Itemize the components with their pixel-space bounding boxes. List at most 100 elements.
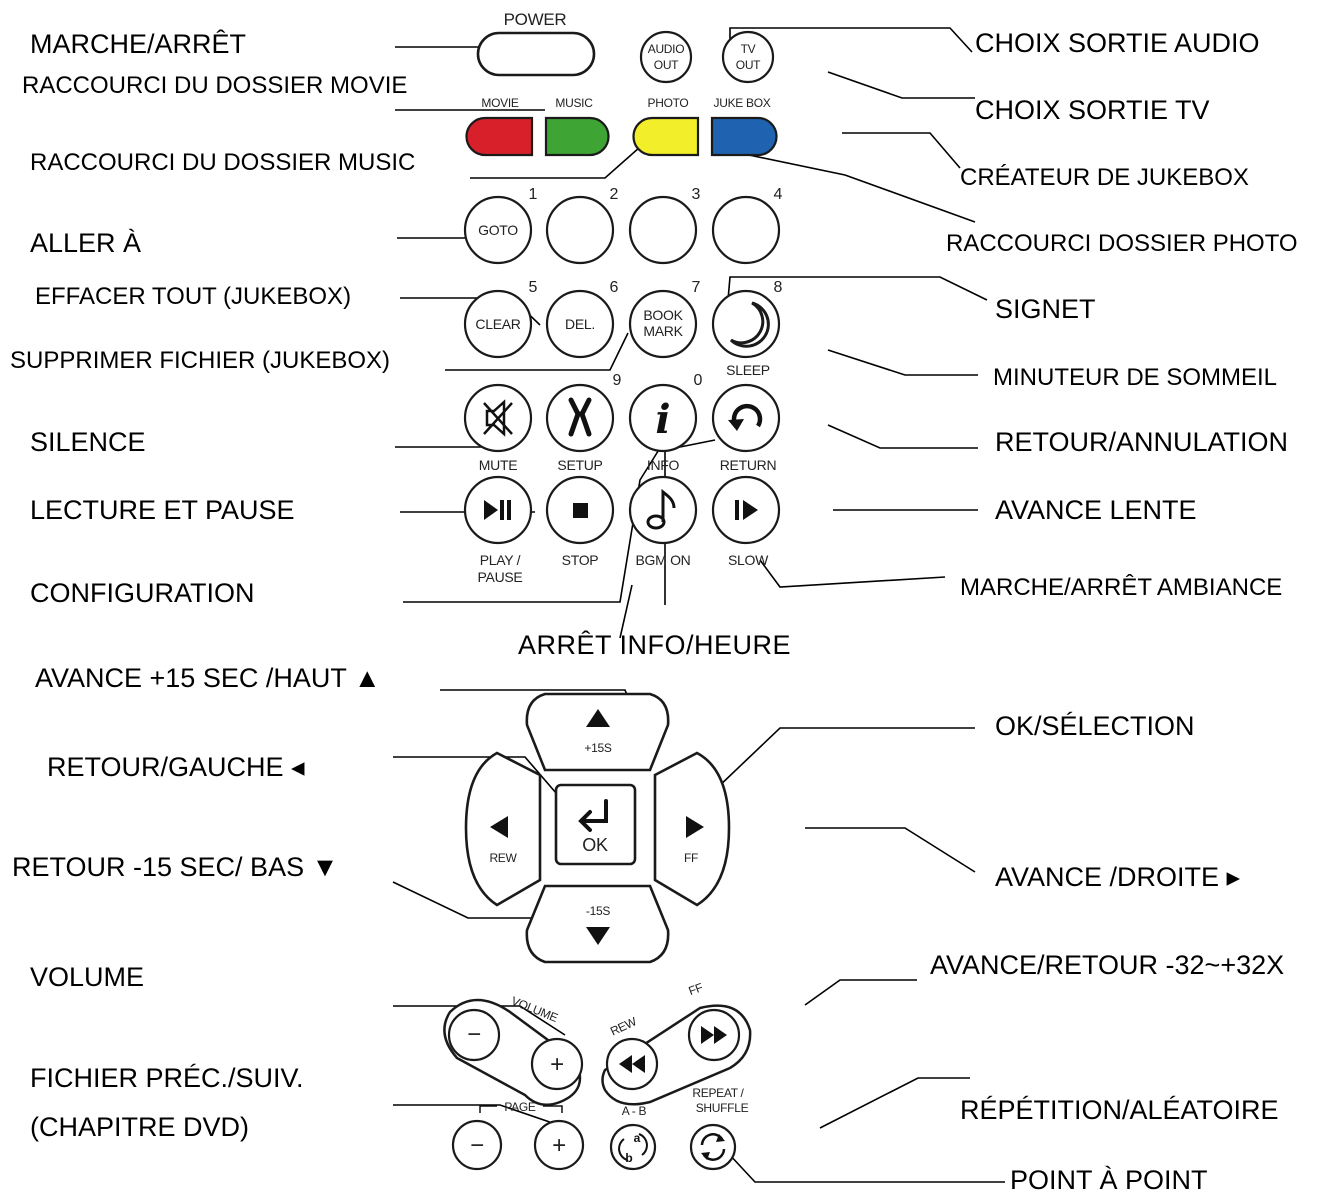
- mute-label: MUTE: [479, 457, 517, 473]
- callout-left: RETOUR/GAUCHE ◂: [47, 752, 305, 782]
- callout-goto: ALLER À: [30, 228, 141, 258]
- ok-button[interactable]: OK: [554, 783, 637, 866]
- num-5: 5: [529, 279, 538, 296]
- return-button[interactable]: [711, 383, 781, 453]
- volume-down-button[interactable]: −: [447, 1008, 501, 1062]
- music-note-icon: [646, 488, 676, 530]
- bgm-button[interactable]: [628, 475, 698, 545]
- num-1: 1: [529, 186, 538, 203]
- page-down-button[interactable]: −: [451, 1119, 503, 1171]
- callout-ffrew: AVANCE/RETOUR -32~+32X: [930, 950, 1284, 980]
- callout-photo: RACCOURCI DOSSIER PHOTO: [946, 230, 1298, 257]
- rew-button[interactable]: [605, 1037, 659, 1091]
- jukebox-button[interactable]: [710, 116, 778, 157]
- mark-label: MARK: [643, 323, 683, 339]
- button-2[interactable]: [545, 195, 615, 265]
- right-button[interactable]: FF: [653, 751, 731, 907]
- left-button[interactable]: REW: [464, 751, 542, 907]
- wrench-icon: [568, 397, 592, 437]
- tv-out-button[interactable]: TV OUT: [721, 30, 775, 84]
- num-2: 2: [610, 186, 619, 203]
- tv-out-label-1: TV: [741, 42, 756, 56]
- info-icon: i: [655, 396, 670, 443]
- down-arrow-icon: [586, 927, 610, 945]
- fast-forward-icon: [701, 1026, 727, 1044]
- mute-icon: [483, 399, 513, 437]
- callout-info-time: ARRÊT INFO/HEURE: [518, 629, 791, 660]
- ff-button[interactable]: [687, 1008, 741, 1062]
- button-3[interactable]: [628, 195, 698, 265]
- up-button[interactable]: +15S: [525, 692, 670, 772]
- power-button[interactable]: POWER: [476, 10, 596, 77]
- callout-power: MARCHE/ARRÊT: [30, 28, 246, 59]
- movie-label: MOVIE: [481, 96, 518, 110]
- rew2-label: REW: [608, 1014, 639, 1039]
- setup-button[interactable]: [545, 383, 615, 453]
- callout-slow: AVANCE LENTE: [995, 495, 1197, 525]
- repeat-label-1: REPEAT /: [692, 1086, 744, 1100]
- callout-bgm: MARCHE/ARRÊT AMBIANCE: [960, 574, 1282, 601]
- stop-label: STOP: [562, 552, 599, 568]
- bgm-label: BGM ON: [636, 552, 691, 568]
- ab-button[interactable]: a b: [609, 1123, 657, 1171]
- ok-label: OK: [582, 835, 608, 855]
- enter-icon: [578, 799, 608, 832]
- music-button[interactable]: [544, 116, 610, 157]
- minus15-label: -15S: [586, 904, 610, 918]
- tv-out-label-2: OUT: [736, 58, 761, 72]
- callout-up: AVANCE +15 SEC /HAUT ▲: [35, 663, 381, 693]
- volume-minus: −: [467, 1021, 481, 1048]
- del-label: DEL.: [565, 316, 595, 332]
- page-up-button[interactable]: +: [533, 1119, 585, 1171]
- callout-music: RACCOURCI DU DOSSIER MUSIC: [30, 149, 415, 176]
- callout-return: RETOUR/ANNULATION: [995, 427, 1288, 457]
- sleep-button[interactable]: [711, 289, 781, 359]
- moon-icon: [729, 301, 770, 348]
- callout-bookmark: SIGNET: [995, 294, 1096, 324]
- volume-up-button[interactable]: +: [530, 1037, 584, 1091]
- bookmark-button[interactable]: BOOK MARK: [628, 289, 698, 359]
- sleep-label: SLEEP: [726, 362, 770, 378]
- audio-out-label-1: AUDIO: [648, 42, 685, 56]
- callout-repeat: RÉPÉTITION/ALÉATOIRE: [960, 1095, 1279, 1125]
- movie-button[interactable]: [465, 116, 534, 157]
- clear-button[interactable]: CLEAR: [463, 289, 533, 359]
- return-icon: [728, 403, 763, 431]
- clear-label: CLEAR: [475, 316, 520, 332]
- callout-ok: OK/SÉLECTION: [995, 711, 1195, 741]
- photo-button[interactable]: [632, 116, 700, 157]
- mute-button[interactable]: [463, 383, 533, 453]
- callout-page-2: (CHAPITRE DVD): [30, 1112, 249, 1142]
- callout-audio-out: CHOIX SORTIE AUDIO: [975, 28, 1260, 58]
- power-label: POWER: [504, 10, 567, 29]
- slow-button[interactable]: [711, 475, 781, 545]
- del-button[interactable]: DEL.: [545, 289, 615, 359]
- num-3: 3: [692, 186, 701, 203]
- stop-button[interactable]: [545, 475, 615, 545]
- num-7: 7: [692, 279, 701, 296]
- info-button[interactable]: i: [628, 383, 698, 453]
- repeat-icon: [700, 1133, 726, 1161]
- page-minus: −: [470, 1132, 484, 1159]
- audio-out-button[interactable]: AUDIO OUT: [639, 30, 693, 84]
- num-9: 9: [613, 372, 622, 389]
- goto-button[interactable]: GOTO: [463, 195, 533, 265]
- button-4[interactable]: [711, 195, 781, 265]
- repeat-label-2: SHUFFLE: [696, 1101, 749, 1115]
- plus15-label: +15S: [584, 741, 611, 755]
- jukebox-label: JUKE BOX: [714, 96, 771, 110]
- ab-icon: a b: [618, 1131, 648, 1165]
- page-bracket: PAGE: [479, 1100, 563, 1114]
- callout-movie: RACCOURCI DU DOSSIER MOVIE: [22, 72, 407, 99]
- down-button[interactable]: -15S: [525, 884, 670, 964]
- slow-label: SLOW: [728, 552, 769, 568]
- callout-ab: POINT À POINT: [1010, 1165, 1208, 1195]
- num-6: 6: [610, 279, 619, 296]
- repeat-button[interactable]: [689, 1123, 737, 1171]
- return-label: RETURN: [720, 457, 777, 473]
- callout-del: SUPPRIMER FICHIER (JUKEBOX): [10, 347, 390, 374]
- callout-mute: SILENCE: [30, 427, 146, 457]
- play-pause-button[interactable]: [463, 475, 533, 545]
- callout-play: LECTURE ET PAUSE: [30, 495, 295, 525]
